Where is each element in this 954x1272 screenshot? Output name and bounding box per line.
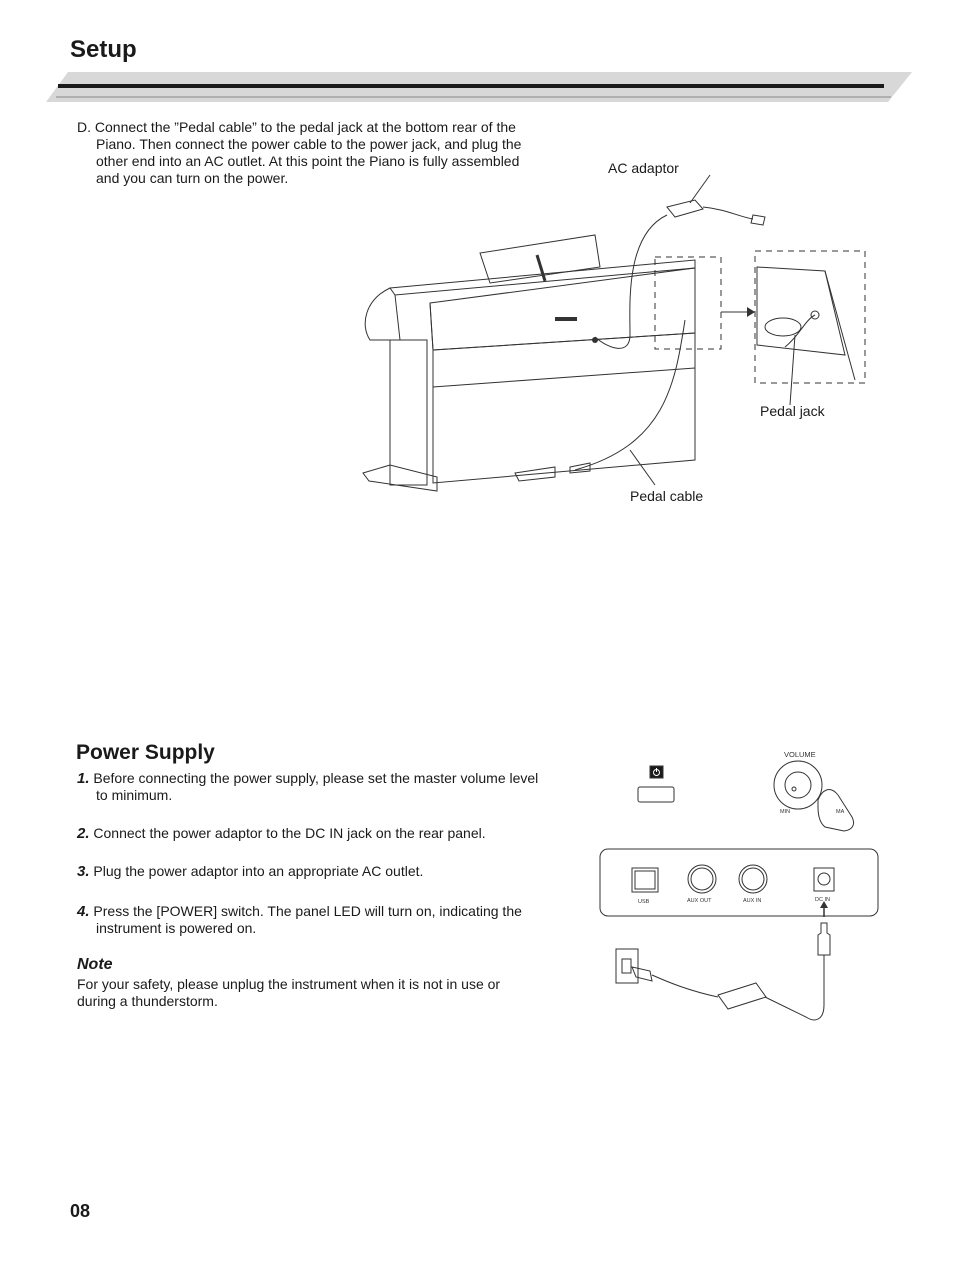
power-step-3: 3. Plug the power adaptor into an approp… bbox=[77, 863, 546, 880]
power-supply-diagram: VOLUME MIN MA USB AUX OUT AUX IN DC IN bbox=[599, 750, 879, 1021]
jack-label-usb: USB bbox=[638, 899, 650, 905]
step-text: Connect the power adaptor to the DC IN j… bbox=[93, 825, 486, 841]
power-step-1: 1. Before connecting the power supply, p… bbox=[77, 770, 546, 804]
piano-rear-illustration bbox=[362, 174, 866, 492]
power-step-4: 4. Press the [POWER] switch. The panel L… bbox=[77, 903, 546, 937]
page-title: Setup bbox=[70, 36, 137, 63]
label-pedal-cable: Pedal cable bbox=[630, 488, 704, 504]
step-number: 2. bbox=[77, 825, 90, 842]
jack-label-aux-in: AUX IN bbox=[743, 898, 761, 904]
step-text: Plug the power adaptor into an appropria… bbox=[93, 863, 424, 879]
setup-step-d: D. Connect the ”Pedal cable” to the peda… bbox=[77, 119, 522, 186]
step-number: 3. bbox=[77, 863, 90, 880]
jack-label-aux-out: AUX OUT bbox=[687, 898, 712, 904]
step-text: Press the [POWER] switch. The panel LED … bbox=[93, 903, 522, 936]
label-ac-adaptor: AC adaptor bbox=[608, 160, 679, 176]
label-pedal-jack: Pedal jack bbox=[760, 403, 825, 419]
step-number: 1. bbox=[77, 770, 90, 787]
volume-label: VOLUME bbox=[784, 750, 816, 759]
max-label: MA bbox=[836, 809, 845, 815]
note-text: For your safety, please unplug the instr… bbox=[77, 976, 501, 1009]
page-number: 08 bbox=[70, 1201, 91, 1221]
jack-label-dc-in: DC IN bbox=[815, 897, 830, 903]
power-step-2: 2. Connect the power adaptor to the DC I… bbox=[77, 825, 546, 842]
min-label: MIN bbox=[780, 809, 790, 815]
step-number: 4. bbox=[77, 903, 90, 920]
note-title: Note bbox=[77, 956, 113, 973]
step-text: Before connecting the power supply, plea… bbox=[93, 770, 539, 803]
header-band bbox=[46, 72, 912, 102]
power-supply-title: Power Supply bbox=[76, 741, 215, 764]
